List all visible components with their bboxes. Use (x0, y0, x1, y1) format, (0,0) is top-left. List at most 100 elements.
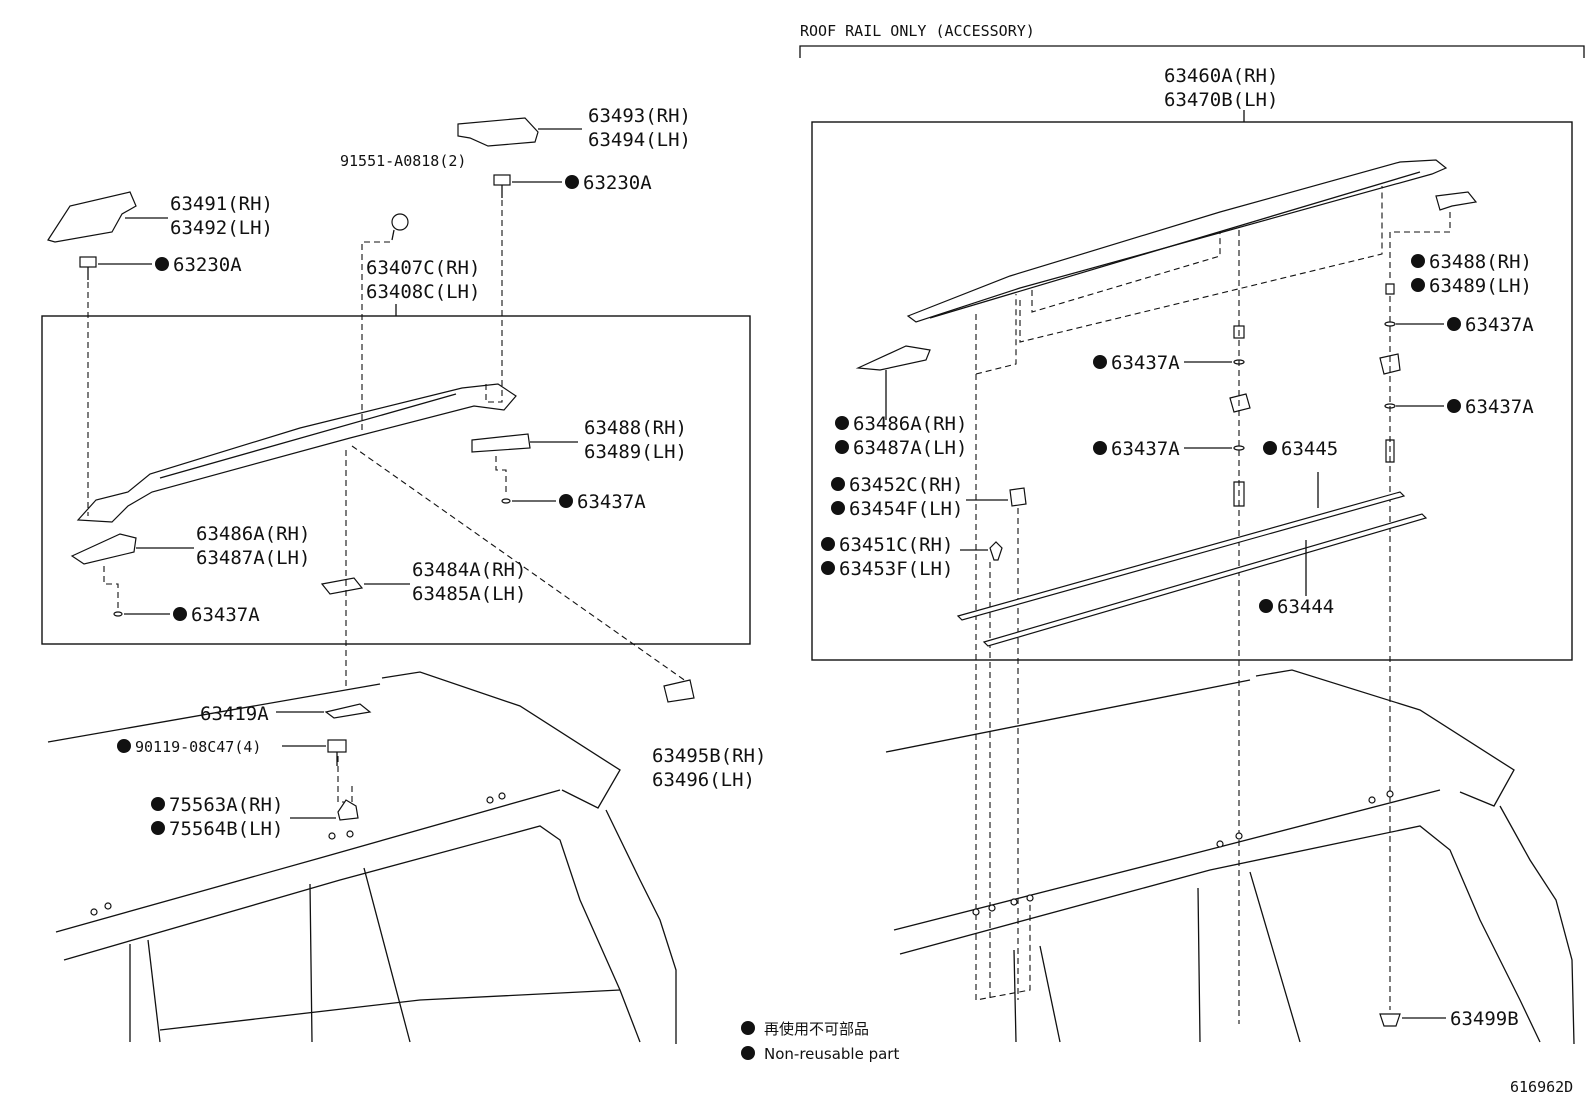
clip-right (1379, 353, 1401, 375)
end-cap-63488 (1435, 191, 1478, 211)
nonreusable-dot-63437a-4 (1447, 399, 1461, 413)
nonreusable-dot-63444 (1259, 599, 1273, 613)
label-63230a-top: 63230A (583, 172, 652, 194)
left-a-pillar (129, 939, 161, 1043)
label-91551: 91551-A0818(2) (340, 152, 466, 170)
grommet-63499b (1379, 1013, 1401, 1027)
label-63437a-1: 63437A (1111, 352, 1180, 374)
label-63460a: 63460A(RH) (1164, 65, 1278, 87)
nonreusable-dot-63437a-b (173, 607, 187, 621)
label-63486a-left: 63486A(RH) (196, 523, 310, 545)
bolt-63230a-top (493, 174, 511, 198)
pad-63488 (471, 433, 531, 453)
label-63453f: 63453F(LH) (839, 558, 953, 580)
label-63488-left: 63488(RH) (584, 417, 687, 439)
legend-nonreusable-jp: 再使用不可部品 (764, 1020, 869, 1038)
bolt-90119 (327, 739, 347, 766)
molding-63445 (956, 491, 1406, 621)
label-63437a-2: 63437A (1111, 438, 1180, 460)
nonreusable-dot-63453f (821, 561, 835, 575)
oring-right-1 (1384, 321, 1396, 327)
guide-pad-b (103, 566, 119, 608)
label-63407c: 63407C(RH) (366, 257, 480, 279)
nonreusable-dot-63445 (1263, 441, 1277, 455)
label-63491: 63491(RH) (170, 193, 273, 215)
label-63437a-a: 63437A (577, 491, 646, 513)
label-63493: 63493(RH) (588, 105, 691, 127)
accessory-bracket (799, 45, 1585, 58)
label-63485a: 63485A(LH) (412, 583, 526, 605)
label-90119: 90119-08C47(4) (135, 738, 261, 756)
right-window-outline (899, 825, 1541, 1043)
pad-63486a-right (855, 345, 931, 371)
legend-dot-jp (741, 1021, 755, 1035)
label-63484a: 63484A(RH) (412, 559, 526, 581)
label-63437a-4: 63437A (1465, 396, 1534, 418)
accessory-title: ROOF RAIL ONLY (ACCESSORY) (800, 22, 1035, 40)
diagram-id: 616962D (1510, 1078, 1573, 1096)
label-63489-right: 63489(LH) (1429, 275, 1532, 297)
oring-center-2 (1233, 445, 1245, 451)
legend-nonreusable-en: Non-reusable part (764, 1045, 899, 1063)
right-mount-holes (972, 790, 1394, 916)
label-63454f: 63454F(LH) (849, 498, 963, 520)
bracket-75563a (337, 799, 359, 821)
spacer-63489 (1385, 283, 1395, 295)
label-63488-right: 63488(RH) (1429, 251, 1532, 273)
left-mount-holes (90, 792, 506, 916)
left-b-pillar (309, 867, 411, 1043)
oring-left-a (501, 498, 511, 504)
left-window-outline (63, 825, 641, 1043)
label-63437a-b: 63437A (191, 604, 260, 626)
nonreusable-dot-63437a-3 (1447, 317, 1461, 331)
guide-diagonal (351, 445, 691, 685)
pad-63486a (70, 533, 137, 565)
left-rear-pillar (605, 809, 677, 1044)
label-63499b: 63499B (1450, 1008, 1519, 1030)
label-63444: 63444 (1277, 596, 1334, 618)
roof-rail-part (76, 383, 517, 523)
label-75563a: 75563A(RH) (169, 794, 283, 816)
roof-rail-detail (159, 393, 457, 479)
label-63492: 63492(LH) (170, 217, 273, 239)
nonreusable-dot-63452c (831, 477, 845, 491)
accessory-rail-detail (929, 171, 1421, 319)
clip-63484a (320, 577, 364, 595)
guide-rail-inner (1031, 232, 1221, 313)
left-roof-edge (55, 789, 561, 933)
label-63445: 63445 (1281, 438, 1338, 460)
label-63451c: 63451C(RH) (839, 534, 953, 556)
guide-left-frame (975, 374, 1031, 1001)
guide-bolt-top (485, 200, 503, 403)
nonreusable-dot-63454f (831, 501, 845, 515)
label-63495b: 63495B(RH) (652, 745, 766, 767)
nonreusable-dot-63437a-1 (1093, 355, 1107, 369)
right-roof-edge (893, 789, 1441, 931)
rivet-63451c (989, 541, 1003, 561)
cap-63495b (663, 679, 695, 703)
nonreusable-dot-63488-right (1411, 254, 1425, 268)
nonreusable-dot-90119 (117, 739, 131, 753)
guide-clip (361, 241, 390, 430)
right-roof-line (885, 679, 1251, 753)
left-spoiler (381, 671, 621, 809)
right-a-pillar (1013, 945, 1061, 1043)
end-cover-rear-part (47, 191, 137, 243)
left-roof-line (47, 683, 381, 743)
bolt-63230a-left (79, 256, 97, 280)
clip-63452c (1009, 487, 1027, 507)
nonreusable-dot-75564b (151, 821, 165, 835)
end-cover-front-part (457, 117, 539, 147)
nonreusable-dot-63489-right (1411, 278, 1425, 292)
label-63408c: 63408C(LH) (366, 281, 480, 303)
clip-63419a (324, 703, 372, 719)
nonreusable-dot-75563a (151, 797, 165, 811)
label-63230a-left: 63230A (173, 254, 242, 276)
right-b-pillar (1197, 871, 1301, 1043)
left-sill (159, 989, 621, 1031)
guide-pad-a (495, 456, 507, 496)
label-63470b: 63470B(LH) (1164, 89, 1278, 111)
nonreusable-dot-63437a-a (559, 494, 573, 508)
nonreusable-dot-63230a-top (565, 175, 579, 189)
